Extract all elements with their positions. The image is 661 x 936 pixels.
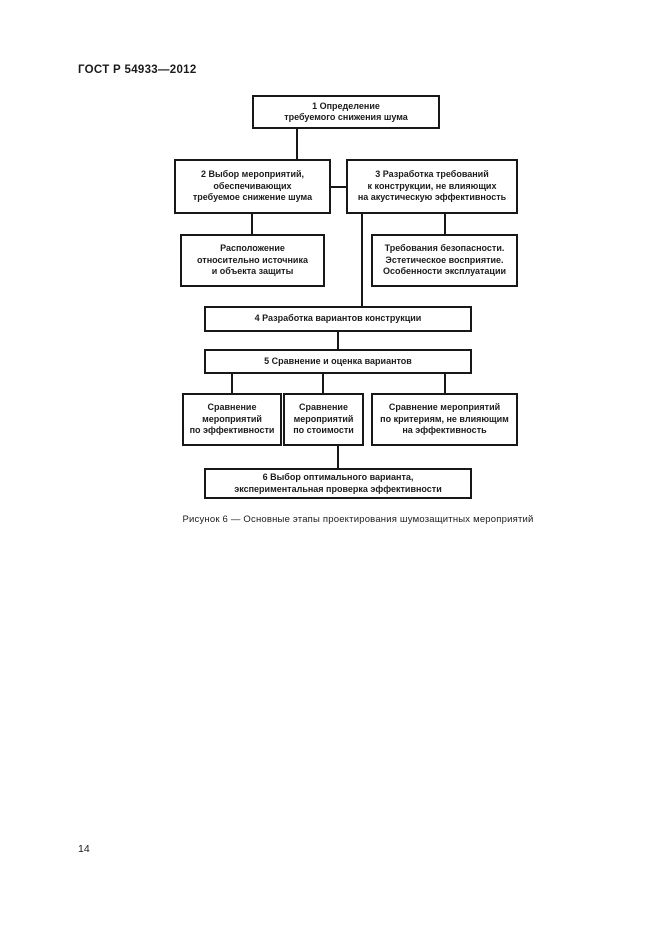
connector-step1-step2 — [296, 129, 298, 160]
connector-step4-step5 — [337, 332, 339, 350]
connector-step3-detail — [444, 214, 446, 235]
flowchart-box-step5-cost: Сравнение мероприятий по стоимости — [283, 393, 364, 446]
connector-step2-step3 — [331, 186, 346, 188]
connector-cost-step6 — [337, 446, 339, 468]
document-header: ГОСТ Р 54933—2012 — [78, 64, 197, 76]
figure-caption: Рисунок 6 — Основные этапы проектировани… — [182, 514, 534, 525]
page-number: 14 — [78, 843, 90, 855]
flowchart-box-step2-detail: Расположение относительно источника и об… — [180, 234, 325, 287]
flowchart-box-step5-criteria: Сравнение мероприятий по критериям, не в… — [371, 393, 518, 446]
flowchart-box-step2: 2 Выбор мероприятий, обеспечивающих треб… — [174, 159, 331, 214]
flowchart-box-step3: 3 Разработка требований к конструкции, н… — [346, 159, 518, 214]
flowchart-box-step4: 4 Разработка вариантов конструкции — [204, 306, 472, 332]
flowchart-box-step3-detail: Требования безопасности. Эстетическое во… — [371, 234, 518, 287]
flowchart-box-step5: 5 Сравнение и оценка вариантов — [204, 349, 472, 374]
connector-step5-cost — [322, 374, 324, 393]
flowchart-box-step1: 1 Определение требуемого снижения шума — [252, 95, 440, 129]
flowchart-box-step5-effectiveness: Сравнение мероприятий по эффективности — [182, 393, 282, 446]
connector-step5-criteria — [444, 374, 446, 393]
connector-step3-step4 — [361, 214, 363, 307]
connector-step2-detail — [251, 214, 253, 235]
flowchart-box-step6: 6 Выбор оптимального варианта, экспериме… — [204, 468, 472, 499]
connector-step5-effectiveness — [231, 374, 233, 393]
